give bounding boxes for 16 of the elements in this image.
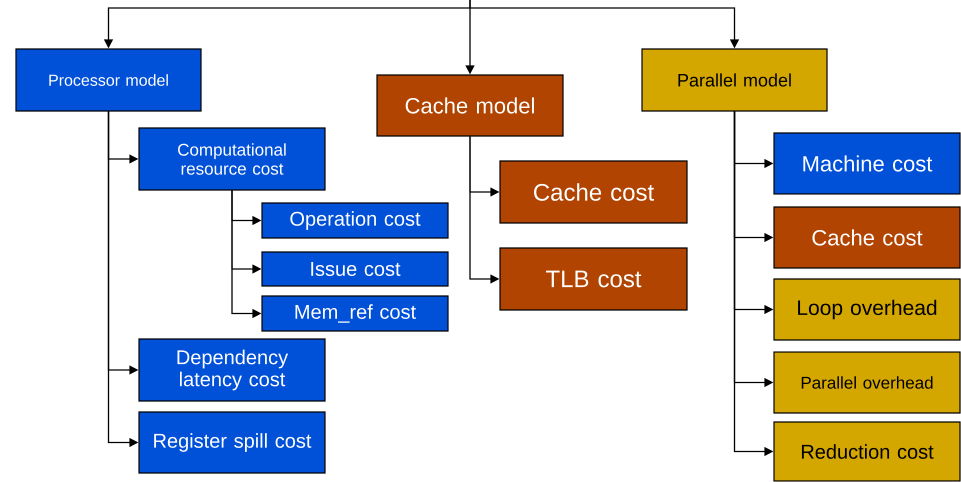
cost-box: Cache cost	[773, 206, 961, 269]
cost-box: Machine cost	[773, 132, 961, 195]
cost-box: Computational resource cost	[138, 127, 326, 191]
cost-box: TLB cost	[499, 247, 688, 311]
cost-box: Parallel overhead	[773, 351, 961, 414]
cost-box: Issue cost	[261, 251, 449, 287]
cost-box: Dependency latency cost	[138, 338, 326, 402]
cost-box: Loop overhead	[773, 278, 961, 341]
cost-box: Reduction cost	[773, 421, 961, 482]
cost-box: Parallel model	[641, 48, 828, 112]
cost-box: Cache cost	[499, 160, 688, 224]
cost-box: Mem_ref cost	[261, 295, 449, 332]
cost-box: Operation cost	[261, 202, 449, 239]
cost-box: Cache model	[376, 74, 564, 137]
cost-box: Register spill cost	[138, 411, 326, 474]
cost-box: Processor model	[15, 48, 202, 112]
